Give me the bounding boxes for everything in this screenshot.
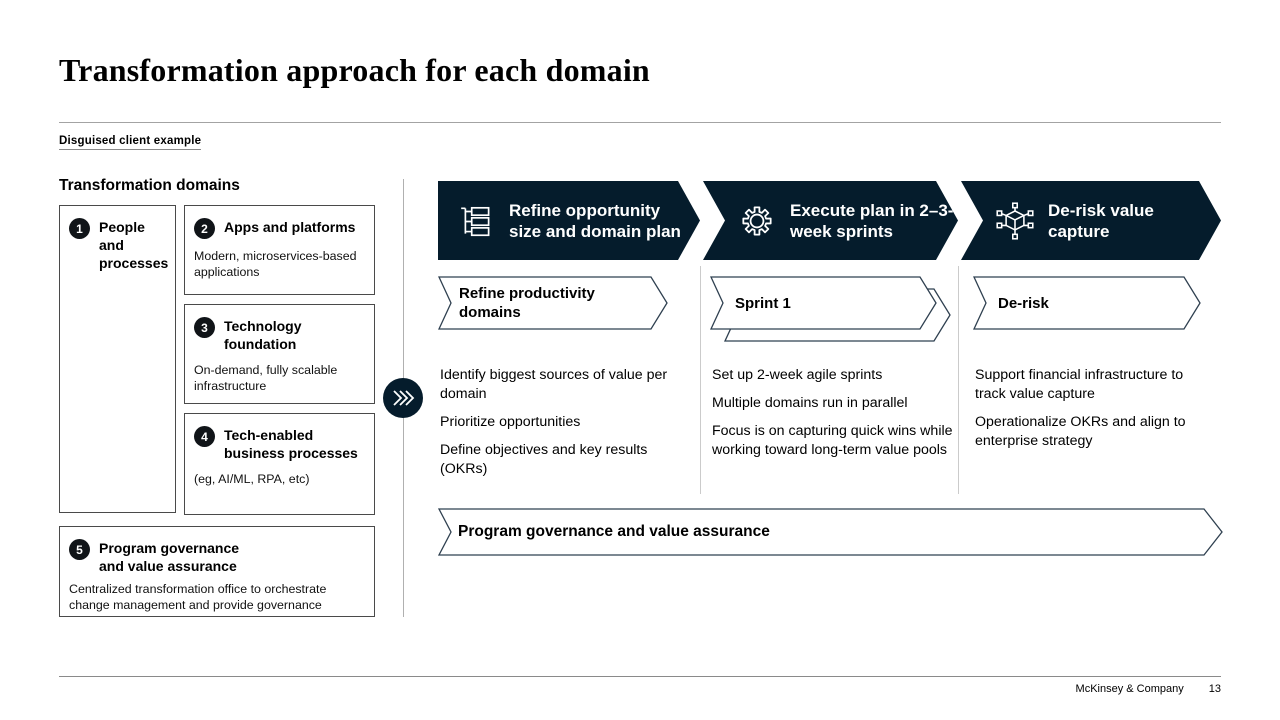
page-title: Transformation approach for each domain: [59, 52, 650, 88]
domain-number-badge: 5: [69, 539, 90, 560]
domain-box-tech-enabled-processes: 4 Tech-enabled business processes (eg, A…: [184, 413, 375, 515]
domains-heading: Transformation domains: [59, 177, 240, 194]
arrow-label: Sprint 1: [735, 294, 791, 312]
arrow-label: Refine productivity domains: [459, 285, 595, 321]
point: Prioritize opportunities: [440, 414, 581, 430]
step-1-points: Identify biggest sources of value per do…: [440, 366, 687, 488]
domain-title: Tech-enabled business processes: [224, 427, 358, 461]
point: Support financial infrastructure to trac…: [975, 367, 1184, 402]
hierarchy-icon: [458, 202, 496, 240]
point: Focus is on capturing quick wins while w…: [712, 423, 953, 458]
domain-number-badge: 3: [194, 317, 215, 338]
step-2-points: Set up 2-week agile sprints Multiple dom…: [712, 366, 955, 469]
domain-title: Apps and platforms: [224, 219, 356, 235]
title-divider: [59, 122, 1221, 123]
point: Operationalize OKRs and align to enterpr…: [975, 414, 1186, 449]
banner-execute-plan: Execute plan in 2–3-week sprints: [703, 181, 958, 260]
column-divider: [700, 266, 701, 494]
arrow-program-governance: Program governance and value assurance: [438, 508, 1223, 556]
domain-box-apps-platforms: 2 Apps and platforms Modern, microservic…: [184, 205, 375, 295]
domain-number-badge: 2: [194, 218, 215, 239]
banner-refine-opportunity: Refine opportunity size and domain plan: [438, 181, 700, 260]
footer: McKinsey & Company 13: [59, 683, 1221, 695]
banner-label: De-risk value capture: [1048, 200, 1154, 241]
arrow-sprint-1: Sprint 1: [710, 276, 962, 346]
point: Define objectives and key results (OKRs): [440, 442, 648, 477]
domain-subtitle: Modern, microservices-based applications: [194, 249, 357, 279]
domain-box-people-processes: 1 People and processes: [59, 205, 176, 513]
banner-label: Refine opportunity size and domain plan: [509, 200, 681, 241]
governance-arrow-label: Program governance and value assurance: [458, 523, 770, 540]
point: Identify biggest sources of value per do…: [440, 367, 668, 402]
disguised-example-tag: Disguised client example: [59, 135, 202, 150]
domain-title: Technology foundation: [224, 318, 302, 352]
arrow-label: De-risk: [998, 294, 1049, 312]
domain-number-badge: 1: [69, 218, 90, 239]
domain-box-program-governance: 5 Program governance and value assurance…: [59, 526, 375, 617]
arrow-derisk: De-risk: [973, 276, 1201, 330]
banner-derisk-value: De-risk value capture: [961, 181, 1221, 260]
footer-brand: McKinsey & Company: [1075, 683, 1184, 695]
domain-box-technology-foundation: 3 Technology foundation On-demand, fully…: [184, 304, 375, 404]
step-3-points: Support financial infrastructure to trac…: [975, 366, 1208, 460]
domain-subtitle: Centralized transformation office to orc…: [69, 582, 327, 612]
point: Multiple domains run in parallel: [712, 395, 908, 411]
domain-subtitle: (eg, AI/ML, RPA, etc): [194, 472, 310, 486]
domain-number-badge: 4: [194, 426, 215, 447]
network-cube-icon: [995, 201, 1035, 241]
gear-icon: [737, 201, 777, 241]
footer-divider: [59, 676, 1221, 677]
column-divider: [958, 266, 959, 494]
page-number: 13: [1208, 683, 1221, 695]
banner-label: Execute plan in 2–3-week sprints: [790, 200, 954, 241]
domain-title: People and processes: [99, 219, 169, 271]
arrow-refine-productivity-domains: Refine productivity domains: [438, 276, 668, 330]
point: Set up 2-week agile sprints: [712, 367, 883, 383]
domain-title: Program governance and value assurance: [99, 540, 240, 574]
domain-subtitle: On-demand, fully scalable infrastructure: [194, 363, 338, 393]
triple-chevron-icon: [383, 378, 423, 418]
